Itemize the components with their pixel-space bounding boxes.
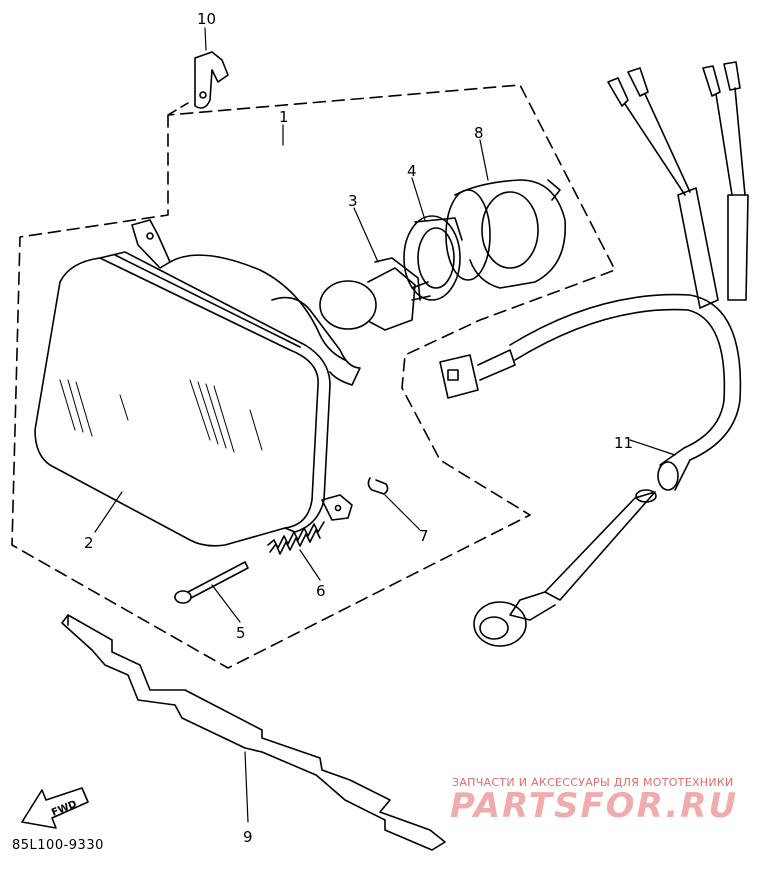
headlight-mount-tab-top xyxy=(131,219,171,269)
harness-inner xyxy=(514,308,726,449)
screw-shaft xyxy=(187,561,249,599)
lead-c xyxy=(715,93,733,196)
watermark-subtitle: ЗАПЧАСТИ И АКСЕССУАРЫ ДЛЯ МОТОТЕХНИКИ xyxy=(452,776,734,789)
bulb-base xyxy=(367,267,416,331)
round-connector xyxy=(473,601,527,647)
callout-3: 3 xyxy=(348,192,358,210)
callout-1: 1 xyxy=(279,108,289,126)
socket-tab xyxy=(414,217,463,241)
callout-11: 11 xyxy=(614,434,633,452)
screw-head xyxy=(174,590,192,604)
harness-end-inner xyxy=(659,447,685,466)
spring-6 xyxy=(267,521,325,555)
leader-7 xyxy=(384,494,421,531)
headlight-mount-tab-bottom xyxy=(321,494,353,521)
assembly-1-boundary xyxy=(11,84,616,669)
wire-harness-11 xyxy=(439,61,749,647)
terminal-c xyxy=(702,65,721,97)
leader-11 xyxy=(629,439,676,456)
clip-7 xyxy=(367,477,389,495)
leader-8 xyxy=(479,139,489,181)
leader-9 xyxy=(244,751,249,823)
fwd-arrow-icon xyxy=(21,787,89,829)
cover-outer xyxy=(454,179,567,289)
cover-rear xyxy=(481,191,539,269)
lead-b xyxy=(644,93,691,193)
harness-outer xyxy=(509,293,742,461)
mount-hole-bottom xyxy=(334,504,342,512)
callout-5: 5 xyxy=(236,624,246,642)
socket-ring-outer xyxy=(403,215,461,301)
callout-7: 7 xyxy=(419,527,429,545)
socket-ring-inner xyxy=(417,227,455,289)
headlight-rim xyxy=(99,251,331,533)
round-connector-face xyxy=(479,616,509,640)
terminal-d xyxy=(723,61,741,91)
harness-connector xyxy=(439,354,479,399)
lower-sheath-cut xyxy=(635,489,657,503)
diagram-code: 85L100-9330 xyxy=(12,838,104,853)
round-connector-neck xyxy=(509,591,556,621)
cover-8 xyxy=(445,179,567,289)
callout-9: 9 xyxy=(243,828,253,846)
bulb-pin-b xyxy=(411,295,431,301)
mount-hole-top xyxy=(146,232,154,240)
leader-10 xyxy=(204,27,207,51)
bracket-10 xyxy=(194,51,229,109)
bulb-glass xyxy=(319,280,377,330)
callout-10: 10 xyxy=(197,10,216,28)
bulb-flange xyxy=(374,257,421,301)
headlight-bulb-socket xyxy=(271,296,361,386)
lower-sheath xyxy=(544,491,656,601)
callout-2: 2 xyxy=(84,534,94,552)
socket-4 xyxy=(403,215,463,301)
headlight-unit xyxy=(34,219,361,547)
sheath-left xyxy=(677,187,719,309)
callout-4: 4 xyxy=(407,162,417,180)
connector-pin xyxy=(447,369,459,381)
spring-coil-lower xyxy=(269,529,321,555)
lead-a xyxy=(624,103,686,196)
harness-cut-end xyxy=(657,461,679,491)
leader-2 xyxy=(94,491,123,533)
lens-hatching xyxy=(59,379,263,453)
leader-lines xyxy=(94,27,676,823)
fwd-arrow-label: FWD xyxy=(50,799,78,819)
leader-5 xyxy=(211,584,241,623)
headlight-rim-inner xyxy=(114,254,301,348)
watermark-logo: PARTSFOR.RU xyxy=(450,786,739,826)
lead-d xyxy=(734,87,746,196)
leader-4 xyxy=(411,177,426,221)
terminal-b xyxy=(627,67,649,97)
connector-neck xyxy=(477,349,516,381)
cover-mouth xyxy=(445,189,491,281)
leader-6 xyxy=(299,549,321,581)
stay-plate-9 xyxy=(61,614,446,851)
terminal-a xyxy=(607,77,629,107)
bracket-link-dashed xyxy=(167,102,189,116)
sheath-right xyxy=(727,194,749,301)
leader-3 xyxy=(353,207,379,263)
headlight-lens xyxy=(34,257,319,547)
headlight-housing xyxy=(169,254,346,361)
screw-5 xyxy=(174,561,249,604)
harness-end-outer xyxy=(674,459,691,491)
callout-8: 8 xyxy=(474,124,484,142)
bracket-hole xyxy=(199,91,207,99)
bulb-3 xyxy=(319,257,431,331)
cover-nub xyxy=(547,179,561,201)
callout-6: 6 xyxy=(316,582,326,600)
